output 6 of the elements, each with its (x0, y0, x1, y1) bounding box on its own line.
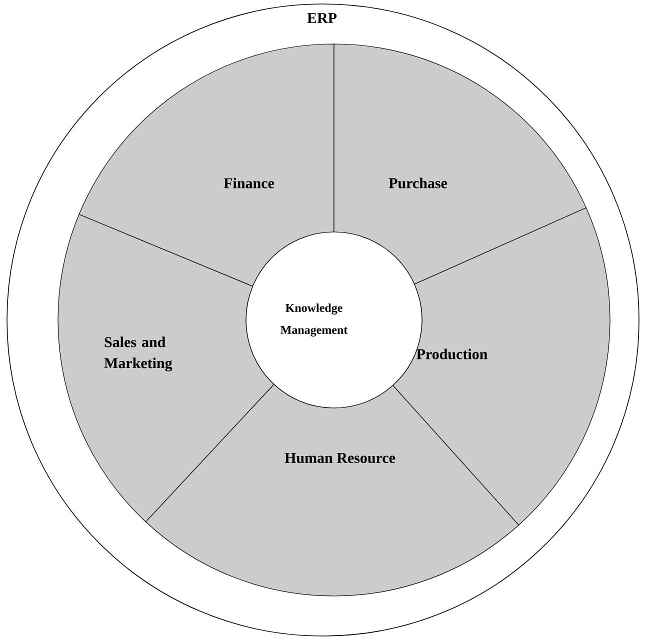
node-text: Finance (224, 178, 274, 188)
node-text: Human Resource (284, 453, 396, 464)
node-text: Knowledge Management (280, 304, 348, 336)
node-text: Sales and Marketing (104, 336, 172, 372)
node-text: Production (416, 348, 488, 360)
node-text: Purchase (388, 178, 448, 188)
